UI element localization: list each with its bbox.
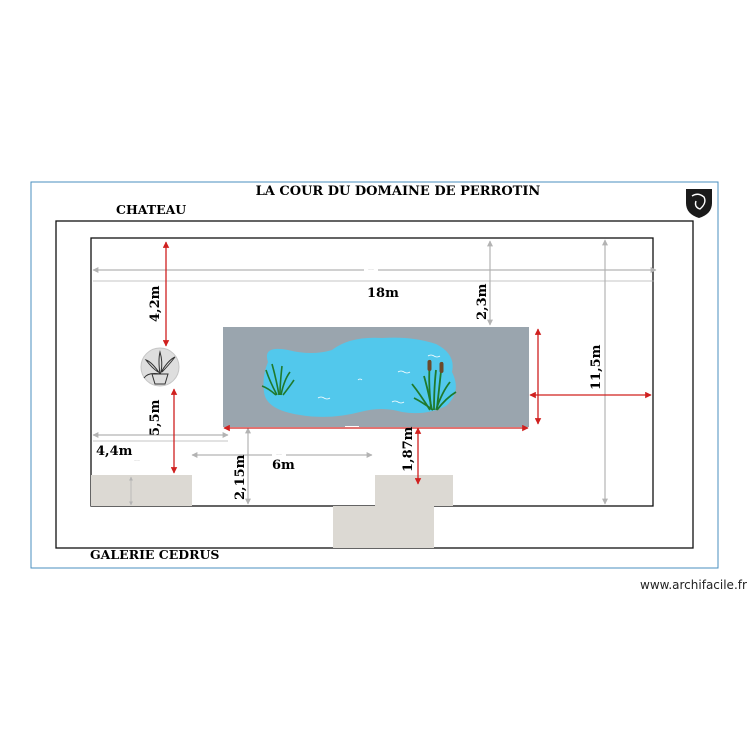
block-left <box>91 475 192 506</box>
sheet-frame <box>30 181 719 569</box>
dim-between-blocks: 6m <box>272 458 295 473</box>
dim-pond-bottom-left: 2,15m <box>233 454 248 500</box>
reed-plant-icon <box>411 359 457 411</box>
dim-height-total: 11,5m <box>589 344 604 390</box>
dim-plant-bottom: 5,5m <box>148 399 163 436</box>
svg-text:——: —— <box>368 268 374 272</box>
svg-text:——: —— <box>276 452 282 456</box>
dim-top-pond: 2,3m <box>475 283 490 320</box>
label-chateau: CHATEAU <box>116 202 186 217</box>
watermark[interactable]: www.archifacile.fr <box>640 578 747 592</box>
pond-water <box>263 337 456 417</box>
svg-text:——: —— <box>134 458 140 462</box>
potted-plant-icon <box>140 347 180 387</box>
dim-top-plant: 4,2m <box>148 285 163 322</box>
dim-left-offset: 4,4m <box>96 444 133 459</box>
plan-title: LA COUR DU DOMAINE DE PERROTIN <box>256 184 541 199</box>
block-entrance <box>333 506 434 548</box>
shield-logo-icon <box>686 189 712 218</box>
water-ripples <box>317 354 441 404</box>
reed-plant-icon <box>261 363 295 396</box>
label-galerie-cedrus: GALERIE CEDRUS <box>90 547 219 562</box>
dim-width-total: 18m <box>367 286 399 301</box>
red-dimension-lines <box>162 241 652 485</box>
block-center <box>375 475 453 506</box>
dim-pond-bottom-right: 1,87m <box>401 426 416 472</box>
